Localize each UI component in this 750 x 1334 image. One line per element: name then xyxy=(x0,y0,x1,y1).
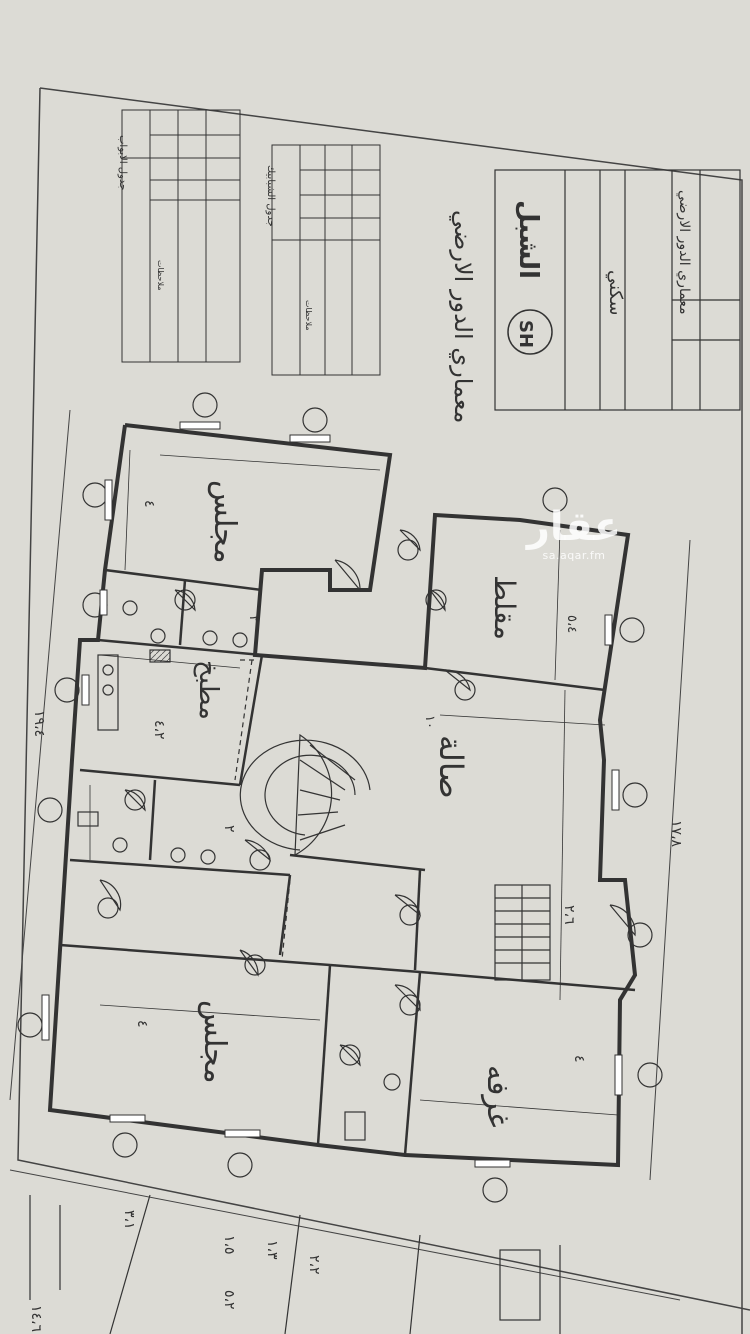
window-markers xyxy=(17,392,663,1203)
dimension-side-b: ١،٥ xyxy=(221,1235,237,1255)
doors-table-notes-header: ملاحظات xyxy=(156,260,165,291)
room-label-mukallat: مقلط xyxy=(488,575,521,640)
aqar-watermark: عقار sa.aqar.fm xyxy=(514,505,634,575)
open-passages xyxy=(234,659,416,973)
dimension-corridor-b: ٢ xyxy=(221,825,237,833)
dimension-corridor-a: ٢ xyxy=(246,615,262,623)
dimension-overall-bottom: ١٧،٨ xyxy=(668,820,684,848)
room-label-bedroom: غرفه xyxy=(480,1065,515,1128)
dimension-side-c: ١،٣ xyxy=(264,1240,280,1260)
overall-dimension-lines xyxy=(9,409,691,1181)
room-label-majlis-bottom: مجلس xyxy=(197,1000,232,1084)
window-frames xyxy=(41,421,623,1168)
sheet-frame xyxy=(9,87,750,1334)
doors-table-title: جدول الابواب xyxy=(117,135,128,190)
dimension-stair: ٢،٦ xyxy=(561,905,577,925)
interior-dimension-lines xyxy=(89,449,619,1116)
door-swings xyxy=(99,529,636,1067)
drawing-title: معماري الدور الارضي xyxy=(449,210,477,423)
dimension-side-e: ٥،٢ xyxy=(221,1290,237,1310)
exterior-walls xyxy=(47,423,638,1168)
aqar-url: sa.aqar.fm xyxy=(542,549,606,562)
room-label-kitchen: مطبخ xyxy=(193,660,223,720)
room-label-hall: صالة xyxy=(432,735,470,799)
dimension-side-d: ٢،٢ xyxy=(306,1255,322,1275)
dimension-hall: ١٠ xyxy=(422,715,437,729)
company-logo-icon xyxy=(507,309,553,355)
dimension-side-f: ١٤،٦ xyxy=(28,1305,44,1332)
spiral-staircase xyxy=(239,733,371,857)
bathroom-fixtures xyxy=(77,600,401,1141)
windows-table-title: جدول الشبابيك xyxy=(265,165,276,227)
windows-table-notes-header: ملاحظات xyxy=(304,300,313,331)
company-logo-text: SH xyxy=(515,320,536,348)
dimension-majlis-bottom: ٤ xyxy=(134,1020,150,1028)
title-block xyxy=(494,169,741,411)
company-name: الشبل xyxy=(513,200,543,279)
room-label-majlis-top: مجلس xyxy=(207,480,242,564)
dimension-side-a: ٣،١ xyxy=(121,1210,137,1230)
straight-staircase xyxy=(494,884,551,981)
doors-table xyxy=(121,109,241,363)
dimension-majlis-top: ٤ xyxy=(141,500,157,508)
aqar-logo-icon: عقار xyxy=(526,504,622,550)
dimension-bedroom: ٤ xyxy=(571,1055,587,1063)
usage-label: سكني xyxy=(605,270,626,315)
dimension-kitchen: ٤،٢ xyxy=(151,720,167,740)
secondary-drawing-fragment xyxy=(29,1194,561,1334)
interior-walls xyxy=(59,568,636,1156)
windows-table xyxy=(271,144,381,376)
dimension-overall-top: ١٩،٤ xyxy=(31,710,47,737)
title-block-drawing-title: معماري الدور الارضي xyxy=(676,190,692,314)
dimension-mukallat: ٥،٤ xyxy=(564,615,579,633)
